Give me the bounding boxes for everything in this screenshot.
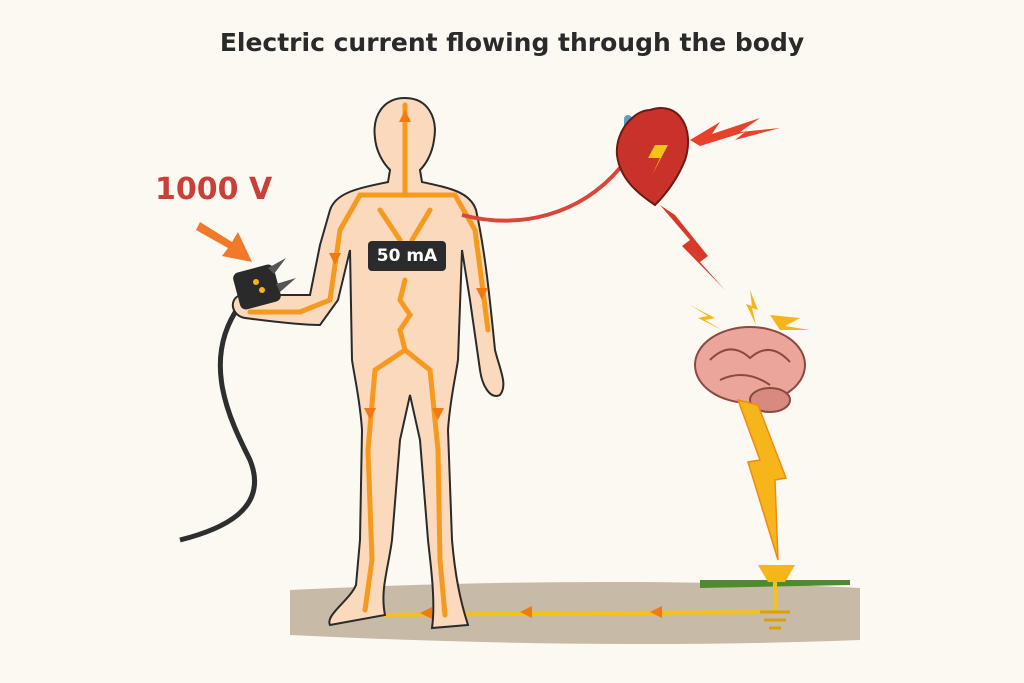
- page-title: Electric current flowing through the bod…: [219, 28, 805, 57]
- lightning-bolt-ground: [736, 398, 788, 561]
- lightning-bolt-heart: [690, 118, 780, 146]
- power-cable: [179, 303, 258, 543]
- ground-symbol-icon: [760, 610, 790, 630]
- plug-icon: [233, 258, 296, 310]
- human-body: [231, 96, 505, 630]
- lightning-bolt-down: [660, 205, 725, 290]
- body-current-paths: [247, 102, 491, 618]
- heart-wire: [461, 166, 622, 223]
- current-arrows: [329, 110, 662, 619]
- voltage-label: 1000 V: [155, 172, 273, 207]
- heart-icon: [615, 107, 690, 207]
- brain-sparks: [690, 290, 810, 330]
- ground-cup: [758, 565, 795, 582]
- current-badge: 50 mA: [368, 241, 446, 271]
- voltage-arrow-icon: [196, 222, 252, 262]
- brain-icon: [694, 326, 806, 413]
